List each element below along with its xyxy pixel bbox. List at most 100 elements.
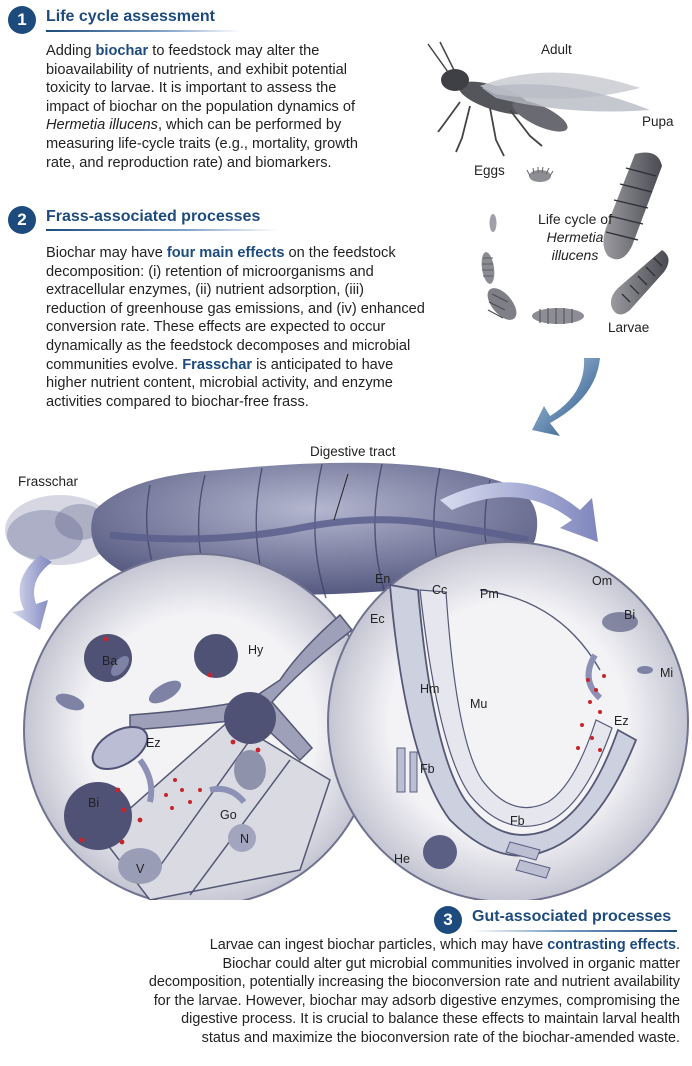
section-3-title: Gut-associated processes xyxy=(472,908,672,925)
pupa-label: Pupa xyxy=(642,114,674,129)
text-run: Biochar could alter gut microbial commun… xyxy=(222,955,680,972)
eggs-label: Eggs xyxy=(474,163,505,178)
text-line: extracellular enzymes, (ii) nutrient ads… xyxy=(46,281,466,300)
section-3-header: 3 Gut-associated processes xyxy=(434,906,671,934)
life-cycle-center-label: Life cycle of Hermetia illucens xyxy=(520,210,630,264)
section-2-title: Frass-associated processes xyxy=(46,208,261,225)
emphasis-text: four main effects xyxy=(166,245,285,261)
text-run: Adding xyxy=(46,43,96,59)
section-1-title: Life cycle assessment xyxy=(46,8,215,25)
gut-label-he: He xyxy=(394,852,410,866)
text-run: communities evolve. xyxy=(46,356,183,373)
text-run: bioavailability of nutrients, and exhibi… xyxy=(46,61,347,78)
frasschar-particles xyxy=(5,495,115,565)
section-1-number-badge: 1 xyxy=(8,6,36,34)
text-line: decomposition: (i) retention of microorg… xyxy=(46,263,466,282)
life-cycle-center-line3: illucens xyxy=(551,247,599,263)
gut-label-mi: Mi xyxy=(660,666,674,680)
gut-label-cc: Cc xyxy=(432,583,448,597)
text-run: rate, and reproduction rate) and biomark… xyxy=(46,154,332,171)
eggs-icon xyxy=(526,166,554,182)
frass-label-ez: Ez xyxy=(146,736,161,750)
larva-stage-2-icon xyxy=(481,252,495,284)
text-line: Larvae can ingest biochar particles, whi… xyxy=(20,936,680,955)
frass-magnify-arrow-icon xyxy=(12,555,52,630)
text-line: decomposition, potentially increasing th… xyxy=(20,973,680,992)
text-line: status and maximize the bioconversion ra… xyxy=(20,1029,680,1048)
text-run: extracellular enzymes, (ii) nutrient ads… xyxy=(46,282,364,299)
text-line: toxicity to larvae. It is important to a… xyxy=(46,79,416,98)
frass-label-hy: Hy xyxy=(248,643,264,657)
text-line: conversion rate. These effects are expec… xyxy=(46,318,466,337)
gut-label-hm: Hm xyxy=(420,682,440,696)
gut-label-ez: Ez xyxy=(614,714,629,728)
text-line: Adding biochar to feedstock may alter th… xyxy=(46,42,416,61)
text-run: Biochar may have xyxy=(46,245,167,261)
digestive-tract-label: Digestive tract xyxy=(310,444,396,459)
text-run: toxicity to larvae. It is important to a… xyxy=(46,80,337,97)
gut-label-fb-2: Fb xyxy=(510,814,525,828)
adult-label: Adult xyxy=(541,42,572,57)
text-run: status and maximize the bioconversion ra… xyxy=(201,1029,680,1046)
larva-stage-1-icon xyxy=(489,214,497,232)
larvae-label: Larvae xyxy=(608,320,650,335)
section-1-underline xyxy=(46,30,241,32)
text-line: communities evolve. Frasschar is anticip… xyxy=(46,356,466,375)
frasschar-label: Frasschar xyxy=(18,474,79,489)
text-line: Biochar could alter gut microbial commun… xyxy=(20,955,680,974)
frass-magnified-circle xyxy=(23,553,377,900)
life-cycle-illustration xyxy=(427,41,669,436)
section-3-number-badge: 3 xyxy=(434,906,462,934)
emphasis-text: contrasting effects xyxy=(547,937,676,953)
text-run: digestive process. It is crucial to bala… xyxy=(181,1011,680,1028)
life-cycle-center-line2: Hermetia xyxy=(546,229,604,245)
larva-stage-5-icon xyxy=(610,250,669,315)
larva-stage-4-icon xyxy=(532,308,584,324)
curved-arrow-icon xyxy=(532,358,600,436)
pupa-icon xyxy=(603,152,662,260)
section-3-text: Larvae can ingest biochar particles, whi… xyxy=(20,936,680,1048)
text-run: Larvae can ingest biochar particles, whi… xyxy=(209,937,548,953)
emphasis-text: Frasschar xyxy=(182,356,253,373)
text-run: activities compared to biochar-free fras… xyxy=(46,393,309,410)
text-run: conversion rate. These effects are expec… xyxy=(46,319,386,336)
digestive-tract-leader xyxy=(333,473,349,521)
gut-label-mu: Mu xyxy=(470,697,488,711)
text-run: reduction of greenhouse gas emissions, a… xyxy=(46,300,425,317)
text-line: bioavailability of nutrients, and exhibi… xyxy=(46,61,416,80)
section-2-text: Biochar may have four main effects on th… xyxy=(46,244,466,411)
text-run: on the feedstock xyxy=(284,245,396,261)
emphasis-text: biochar xyxy=(95,43,149,59)
text-run: measuring life-cycle traits (e.g., morta… xyxy=(46,135,358,152)
text-line: for the larvae. However, biochar may ads… xyxy=(20,992,680,1011)
text-line: activities compared to biochar-free fras… xyxy=(46,393,466,412)
frass-label-n: N xyxy=(240,832,250,846)
gut-label-en: En xyxy=(375,572,391,586)
gut-label-om: Om xyxy=(592,574,613,588)
frass-label-go: Go xyxy=(220,808,237,822)
gut-magnify-arrow-icon xyxy=(440,482,598,542)
text-run: dynamically as the feedstock decomposes … xyxy=(46,337,411,354)
text-line: impact of biochar on the population dyna… xyxy=(46,98,416,117)
frass-label-bi: Bi xyxy=(88,796,100,810)
text-line: higher nutrient content, microbial activ… xyxy=(46,374,466,393)
text-line: rate, and reproduction rate) and biomark… xyxy=(46,154,416,173)
text-run: is anticipated to have xyxy=(252,356,394,373)
text-run: . xyxy=(676,937,680,953)
section-2-header: 2 Frass-associated processes xyxy=(8,206,260,234)
section-3-underline xyxy=(472,930,677,932)
text-run: for the larvae. However, biochar may ads… xyxy=(153,992,680,1009)
text-run: higher nutrient content, microbial activ… xyxy=(46,375,393,392)
larva-process-illustration xyxy=(5,462,689,900)
frass-label-v: V xyxy=(136,862,145,876)
text-run: to feedstock may alter the xyxy=(148,43,320,59)
larva-stage-3-icon xyxy=(487,288,517,320)
section-2-number-badge: 2 xyxy=(8,206,36,234)
text-run: decomposition, potentially increasing th… xyxy=(148,974,680,991)
text-line: reduction of greenhouse gas emissions, a… xyxy=(46,300,466,319)
text-line: measuring life-cycle traits (e.g., morta… xyxy=(46,135,416,154)
frass-label-ba: Ba xyxy=(102,654,118,668)
text-run: impact of biochar on the population dyna… xyxy=(46,98,356,115)
text-line: Biochar may have four main effects on th… xyxy=(46,244,466,263)
text-line: dynamically as the feedstock decomposes … xyxy=(46,337,466,356)
